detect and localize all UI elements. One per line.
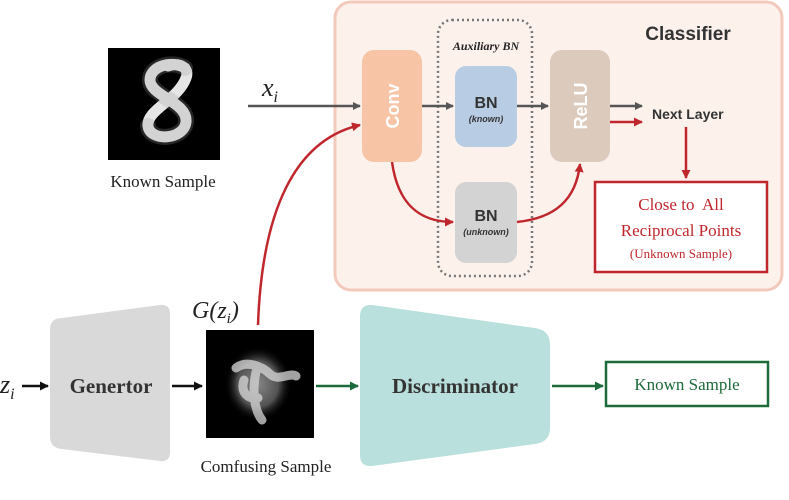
- relu-label: ReLU: [571, 82, 591, 129]
- arrow-confusing-to-conv: [256, 122, 361, 326]
- relu-block: [550, 50, 610, 162]
- confusing-sample-label: Comfusing Sample: [201, 457, 332, 476]
- xi-symbol: xi: [261, 73, 278, 106]
- generator-label: Genertor: [70, 374, 153, 398]
- bn-known-sublabel: (known): [469, 114, 504, 124]
- bn-unknown-sublabel: (unknown): [463, 227, 509, 237]
- conv-block: [362, 50, 422, 162]
- discriminator-block: [360, 304, 550, 467]
- conv-label: Conv: [383, 84, 403, 129]
- generator-block: [50, 304, 170, 462]
- close-box-line3: (Unknown Sample): [630, 246, 732, 261]
- classifier-title: Classifier: [645, 24, 731, 45]
- arrow-conv-to-bn-unknown: [390, 161, 454, 227]
- confusing-sample-image: [206, 330, 314, 438]
- bn-unknown-label: BN: [474, 208, 497, 225]
- bn-known-label: BN: [474, 95, 497, 112]
- arrow-bn-unknown-to-relu: [516, 163, 584, 224]
- zi-symbol: zi: [0, 370, 15, 403]
- known-sample-image: [108, 48, 220, 160]
- discriminator-label: Discriminator: [392, 374, 518, 398]
- close-box-line1: Close to All: [638, 195, 724, 214]
- bn-unknown-block: [455, 182, 517, 263]
- g-zi-symbol: G(zi): [192, 298, 239, 327]
- known-sample-output-box: [604, 360, 770, 408]
- close-to-reciprocal-box: [593, 180, 769, 274]
- next-layer-label: Next Layer: [652, 106, 724, 122]
- bn-known-block: [455, 66, 517, 147]
- known-sample-output-label: Known Sample: [634, 375, 739, 394]
- auxiliary-bn-box: [436, 18, 534, 278]
- known-sample-label: Known Sample: [110, 172, 215, 191]
- auxiliary-bn-label: Auxiliary BN: [452, 39, 521, 53]
- close-box-line2: Reciprocal Points: [621, 221, 741, 240]
